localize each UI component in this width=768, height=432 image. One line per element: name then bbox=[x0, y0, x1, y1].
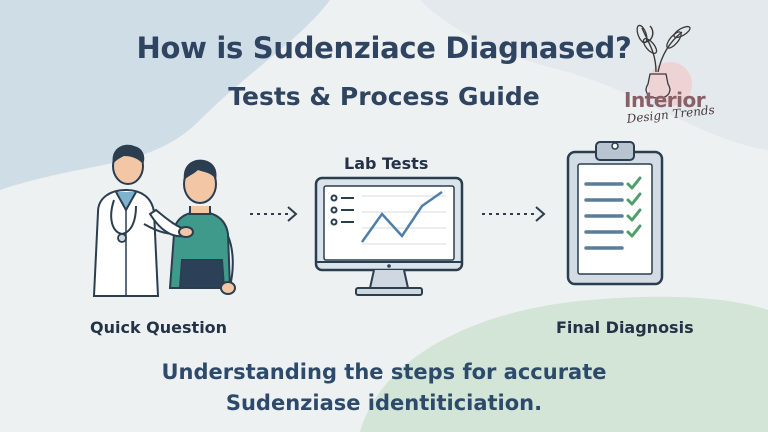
page-tagline: Understanding the steps for accurate Sud… bbox=[0, 357, 768, 419]
monitor-chart-icon bbox=[314, 176, 464, 296]
step-label-final-diagnosis: Final Diagnosis bbox=[556, 318, 694, 337]
dotted-arrow-icon bbox=[250, 206, 298, 222]
page-subtitle: Tests & Process Guide bbox=[228, 82, 540, 111]
clipboard-checklist-icon bbox=[566, 141, 664, 286]
step-label-quick-question: Quick Question bbox=[90, 318, 228, 337]
tagline-line-1: Understanding the steps for accurate bbox=[161, 360, 607, 384]
dotted-arrow-icon bbox=[482, 206, 546, 222]
vase-plant-logo-icon bbox=[636, 24, 692, 106]
page-title: How is Sudenziace Diagnased? bbox=[136, 31, 632, 65]
step-label-lab-tests: Lab Tests bbox=[344, 154, 429, 173]
logo-wordmark: Interior bbox=[624, 88, 706, 112]
doctor-figure bbox=[92, 144, 194, 297]
tagline-line-2: Sudenziase identiticiation. bbox=[225, 391, 543, 415]
doctor-patient-icon bbox=[92, 144, 236, 297]
